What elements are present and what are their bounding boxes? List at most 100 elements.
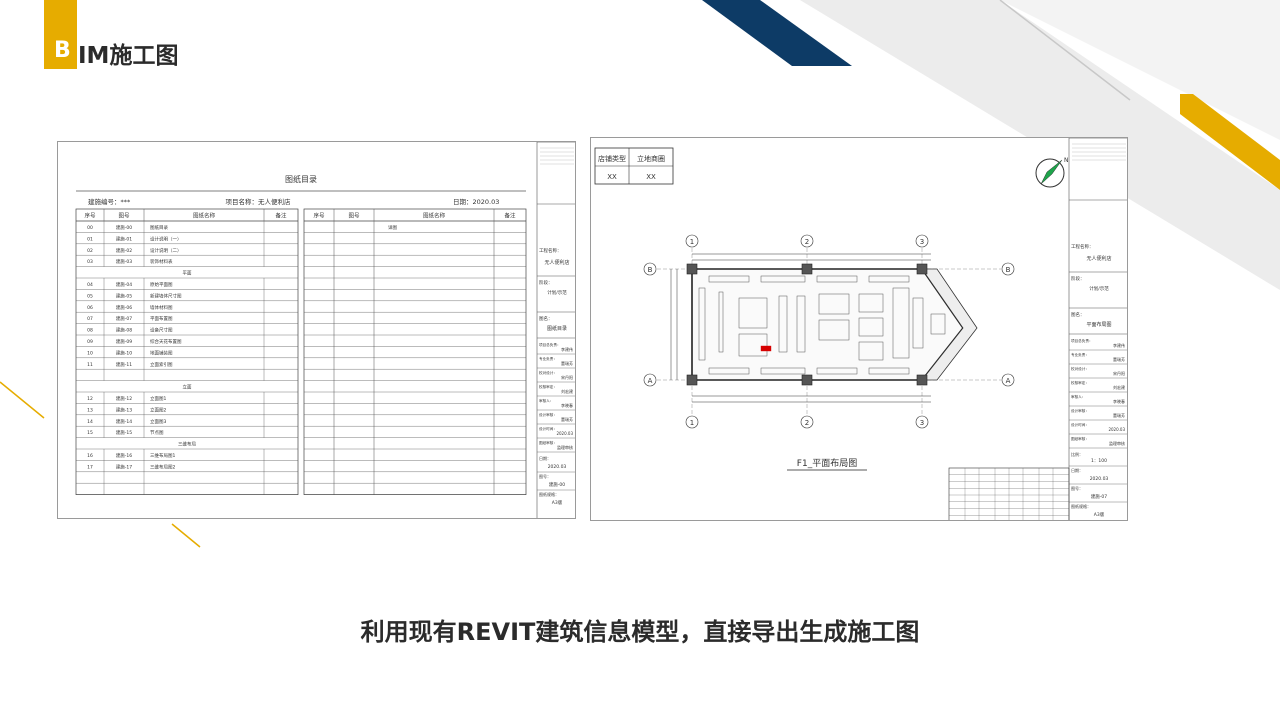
compass-north: N (1064, 157, 1069, 164)
floor-plan-svg: 工程名称：无人便利店阶段：计划/示范图名：平面布局图项目总负责：李建伟专业负责：… (594, 138, 1127, 520)
row-code: 建施-01 (116, 235, 132, 242)
column-post (916, 263, 928, 275)
role-label: 校对设计： (539, 370, 557, 375)
row-code: 建施-10 (116, 349, 132, 356)
shelf-fixture (738, 333, 768, 357)
row-number: 06 (87, 305, 93, 311)
shelf-fixture (818, 293, 850, 315)
person-name: 宋丹阳 (1113, 370, 1125, 376)
shelf-fixture (858, 341, 884, 361)
sheet-value: 建施-00 (549, 481, 565, 488)
grid-bubble (643, 373, 657, 387)
title-text: IM施工图 (78, 43, 179, 69)
index-heading: 图纸目录 (285, 174, 317, 184)
row-code: 建施-16 (116, 452, 132, 459)
shelf-fixture (912, 297, 924, 349)
grid-label: 1 (690, 238, 694, 246)
title-initial: B (54, 38, 71, 63)
angled-wing (921, 268, 978, 381)
project-value: 无人便利店 (544, 259, 569, 266)
title-block-frame (1068, 138, 1127, 520)
drawing-label: 图名： (539, 315, 553, 322)
grid-bubble (915, 415, 929, 429)
floor-plan-sheet: 工程名称：无人便利店阶段：计划/示范图名：平面布局图项目总负责：李建伟专业负责：… (590, 137, 1128, 521)
drawing-index-sheet: 工程名称：无人便利店阶段：计划/示范图名：图纸目录项目总负责：李建伟专业负责：董… (57, 141, 576, 519)
row-name: 设计说明（一） (150, 235, 182, 242)
person-name: 监理审核 (557, 444, 573, 450)
row-name: 装饰材料表 (150, 258, 173, 265)
person-name: 董瑞芳 (1113, 356, 1125, 362)
role-label: 专业负责： (1071, 352, 1089, 357)
role-label: 审核人： (539, 398, 553, 403)
shelf-fixture (778, 295, 788, 353)
drawing-value: 平面布局图 (1086, 321, 1111, 328)
size-value: A3版 (552, 499, 563, 506)
project-number: 建施编号：*** (88, 197, 131, 206)
row-number: 12 (87, 396, 93, 402)
scale-label: 比例： (1071, 451, 1083, 457)
column-post (686, 374, 698, 386)
gray-stripe-mid (1000, 0, 1280, 140)
row-name: 原始平面图 (150, 281, 173, 288)
gray-thin-line (999, 0, 1131, 101)
row-name: 立面图1 (150, 395, 166, 402)
grid-bubble (915, 234, 929, 248)
row-number: 07 (87, 316, 93, 322)
plan-title: F1_平面布局图 (797, 457, 857, 469)
size-label: 图纸规格： (539, 491, 559, 497)
row-name: 三维布局图2 (150, 463, 175, 470)
grid-bubble (685, 234, 699, 248)
person-name: 李晓春 (1113, 398, 1125, 404)
grid-bubble (800, 415, 814, 429)
role-label: 设计审核： (539, 412, 557, 417)
person-name: 刘宏建 (1113, 384, 1125, 390)
shelf-fixture (858, 293, 884, 313)
shelf-fixture (868, 275, 910, 283)
shelf-fixture (818, 319, 850, 341)
row-number: 00 (87, 225, 93, 231)
row-number: 17 (87, 464, 93, 470)
column-post (801, 374, 813, 386)
right-table-note: 详图 (388, 224, 397, 231)
yellow-line-bottom (171, 523, 201, 548)
row-code: 建施-03 (116, 258, 132, 265)
column-header: 备注 (504, 212, 516, 220)
column-header: 图纸名称 (423, 212, 446, 220)
row-name: 图纸目录 (150, 224, 168, 231)
role-label: 设计审核： (1071, 408, 1089, 413)
column-post (916, 374, 928, 386)
index-date: 日期：2020.03 (453, 198, 499, 206)
grid-label: 2 (805, 419, 809, 427)
role-label: 审核人： (1071, 394, 1085, 399)
column-header: 图纸名称 (193, 212, 216, 220)
title-block-frame (536, 142, 575, 518)
row-number: 11 (87, 362, 93, 368)
site-type-value: XX (646, 173, 656, 181)
person-name: 董瑞芳 (1113, 412, 1125, 418)
grid-label: A (648, 377, 653, 385)
person-name: 2020.03 (1108, 427, 1125, 432)
row-code: 建施-12 (116, 395, 132, 402)
section-label: 平面 (183, 271, 192, 277)
role-label: 项目总负责： (1071, 338, 1093, 343)
row-name: 墙体材料图 (150, 304, 173, 311)
row-number: 15 (87, 430, 93, 436)
title-accent-bar (44, 0, 77, 69)
role-label: 图纸审核： (539, 440, 557, 445)
person-name: 2020.03 (556, 431, 573, 436)
row-number: 05 (87, 293, 93, 299)
slide-caption: 利用现有REVIT建筑信息模型，直接导出生成施工图 (360, 618, 920, 646)
role-label: 校核审定： (1071, 380, 1089, 385)
date-value: 2020.03 (548, 464, 567, 470)
site-type-label: 立地商圈 (637, 154, 665, 163)
compass-needle (1040, 159, 1063, 185)
row-number: 13 (87, 407, 93, 413)
row-name: 三维布局图1 (150, 452, 175, 459)
row-code: 建施-05 (116, 292, 132, 299)
person-name: 李晓春 (561, 402, 573, 408)
row-number: 14 (87, 419, 93, 425)
person-name: 董瑞芳 (561, 416, 573, 422)
sheet-label: 图号： (1071, 485, 1083, 491)
row-number: 16 (87, 453, 93, 459)
row-code: 建施-17 (116, 463, 132, 470)
